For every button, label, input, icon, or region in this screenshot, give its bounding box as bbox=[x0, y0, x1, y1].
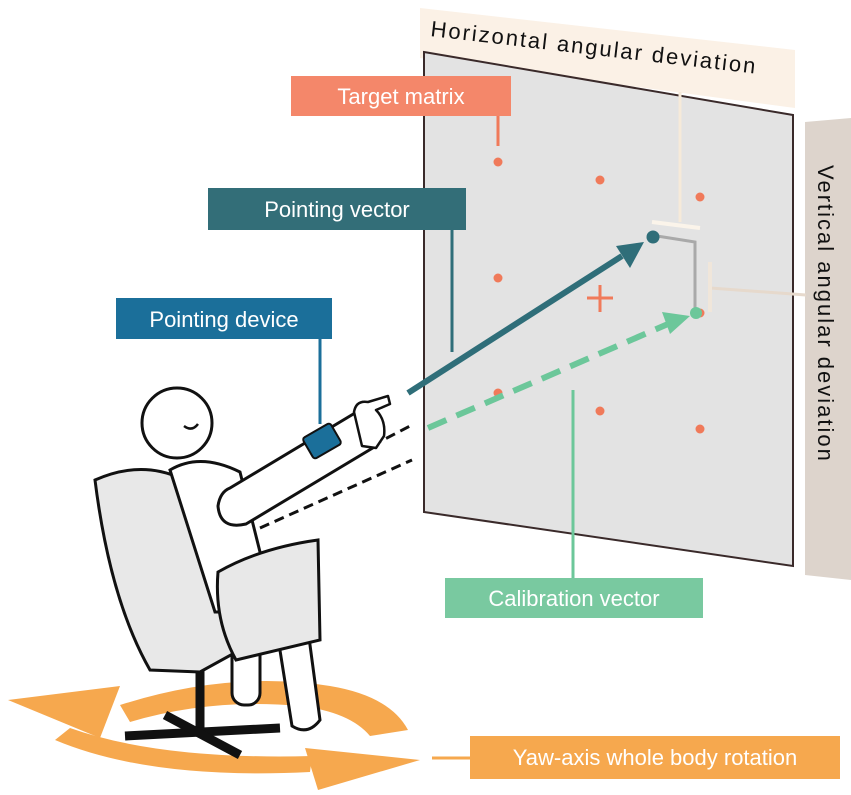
center-cross-icon bbox=[587, 285, 613, 312]
yaw-rotation-label: Yaw-axis whole body rotation bbox=[513, 745, 798, 770]
vertical-deviation-bar bbox=[805, 118, 851, 580]
pointing-device-label-box bbox=[116, 298, 332, 339]
pointing-vector-label-box bbox=[208, 188, 466, 230]
horizontal-deviation-bar bbox=[420, 8, 795, 108]
chair-arm bbox=[215, 538, 322, 662]
target-dot bbox=[695, 192, 705, 202]
yaw-rotation-label-box bbox=[470, 736, 840, 779]
projection-screen bbox=[423, 50, 794, 568]
target-dot bbox=[695, 424, 705, 434]
pointing-vector-label: Pointing vector bbox=[264, 197, 410, 222]
pointing-device-label: Pointing device bbox=[149, 307, 298, 332]
pointing-vector-arrowhead bbox=[616, 242, 644, 268]
pointing-device-icon bbox=[302, 422, 342, 460]
calibration-vector-label: Calibration vector bbox=[488, 586, 659, 611]
vertical-deviation-leader bbox=[709, 286, 807, 297]
horizontal-deviation-bracket bbox=[651, 220, 701, 230]
target-matrix-label: Target matrix bbox=[337, 84, 464, 109]
pointing-arm bbox=[216, 408, 378, 527]
target-dot bbox=[493, 157, 503, 167]
pointing-hand-icon bbox=[352, 394, 392, 450]
target-matrix-label-box bbox=[291, 76, 511, 116]
calibration-arm-outline bbox=[243, 423, 413, 530]
calibration-vector-arrow bbox=[426, 321, 670, 431]
pointing-endpoint-dot bbox=[646, 230, 660, 244]
deviation-corner-line bbox=[656, 234, 697, 312]
closed-eye-icon bbox=[183, 423, 199, 430]
target-dot bbox=[595, 406, 605, 416]
calibration-target-dot bbox=[690, 307, 702, 319]
vertical-deviation-label: Vertical angular deviation bbox=[813, 165, 838, 463]
calibration-vector-label-box bbox=[445, 578, 703, 618]
calibration-vector-arrowhead bbox=[662, 312, 690, 334]
pointing-vector-arrow bbox=[406, 253, 624, 396]
yaw-rotation-arrow bbox=[8, 680, 420, 790]
head-icon bbox=[140, 386, 214, 460]
target-dot bbox=[595, 175, 605, 185]
target-dot bbox=[493, 273, 503, 283]
